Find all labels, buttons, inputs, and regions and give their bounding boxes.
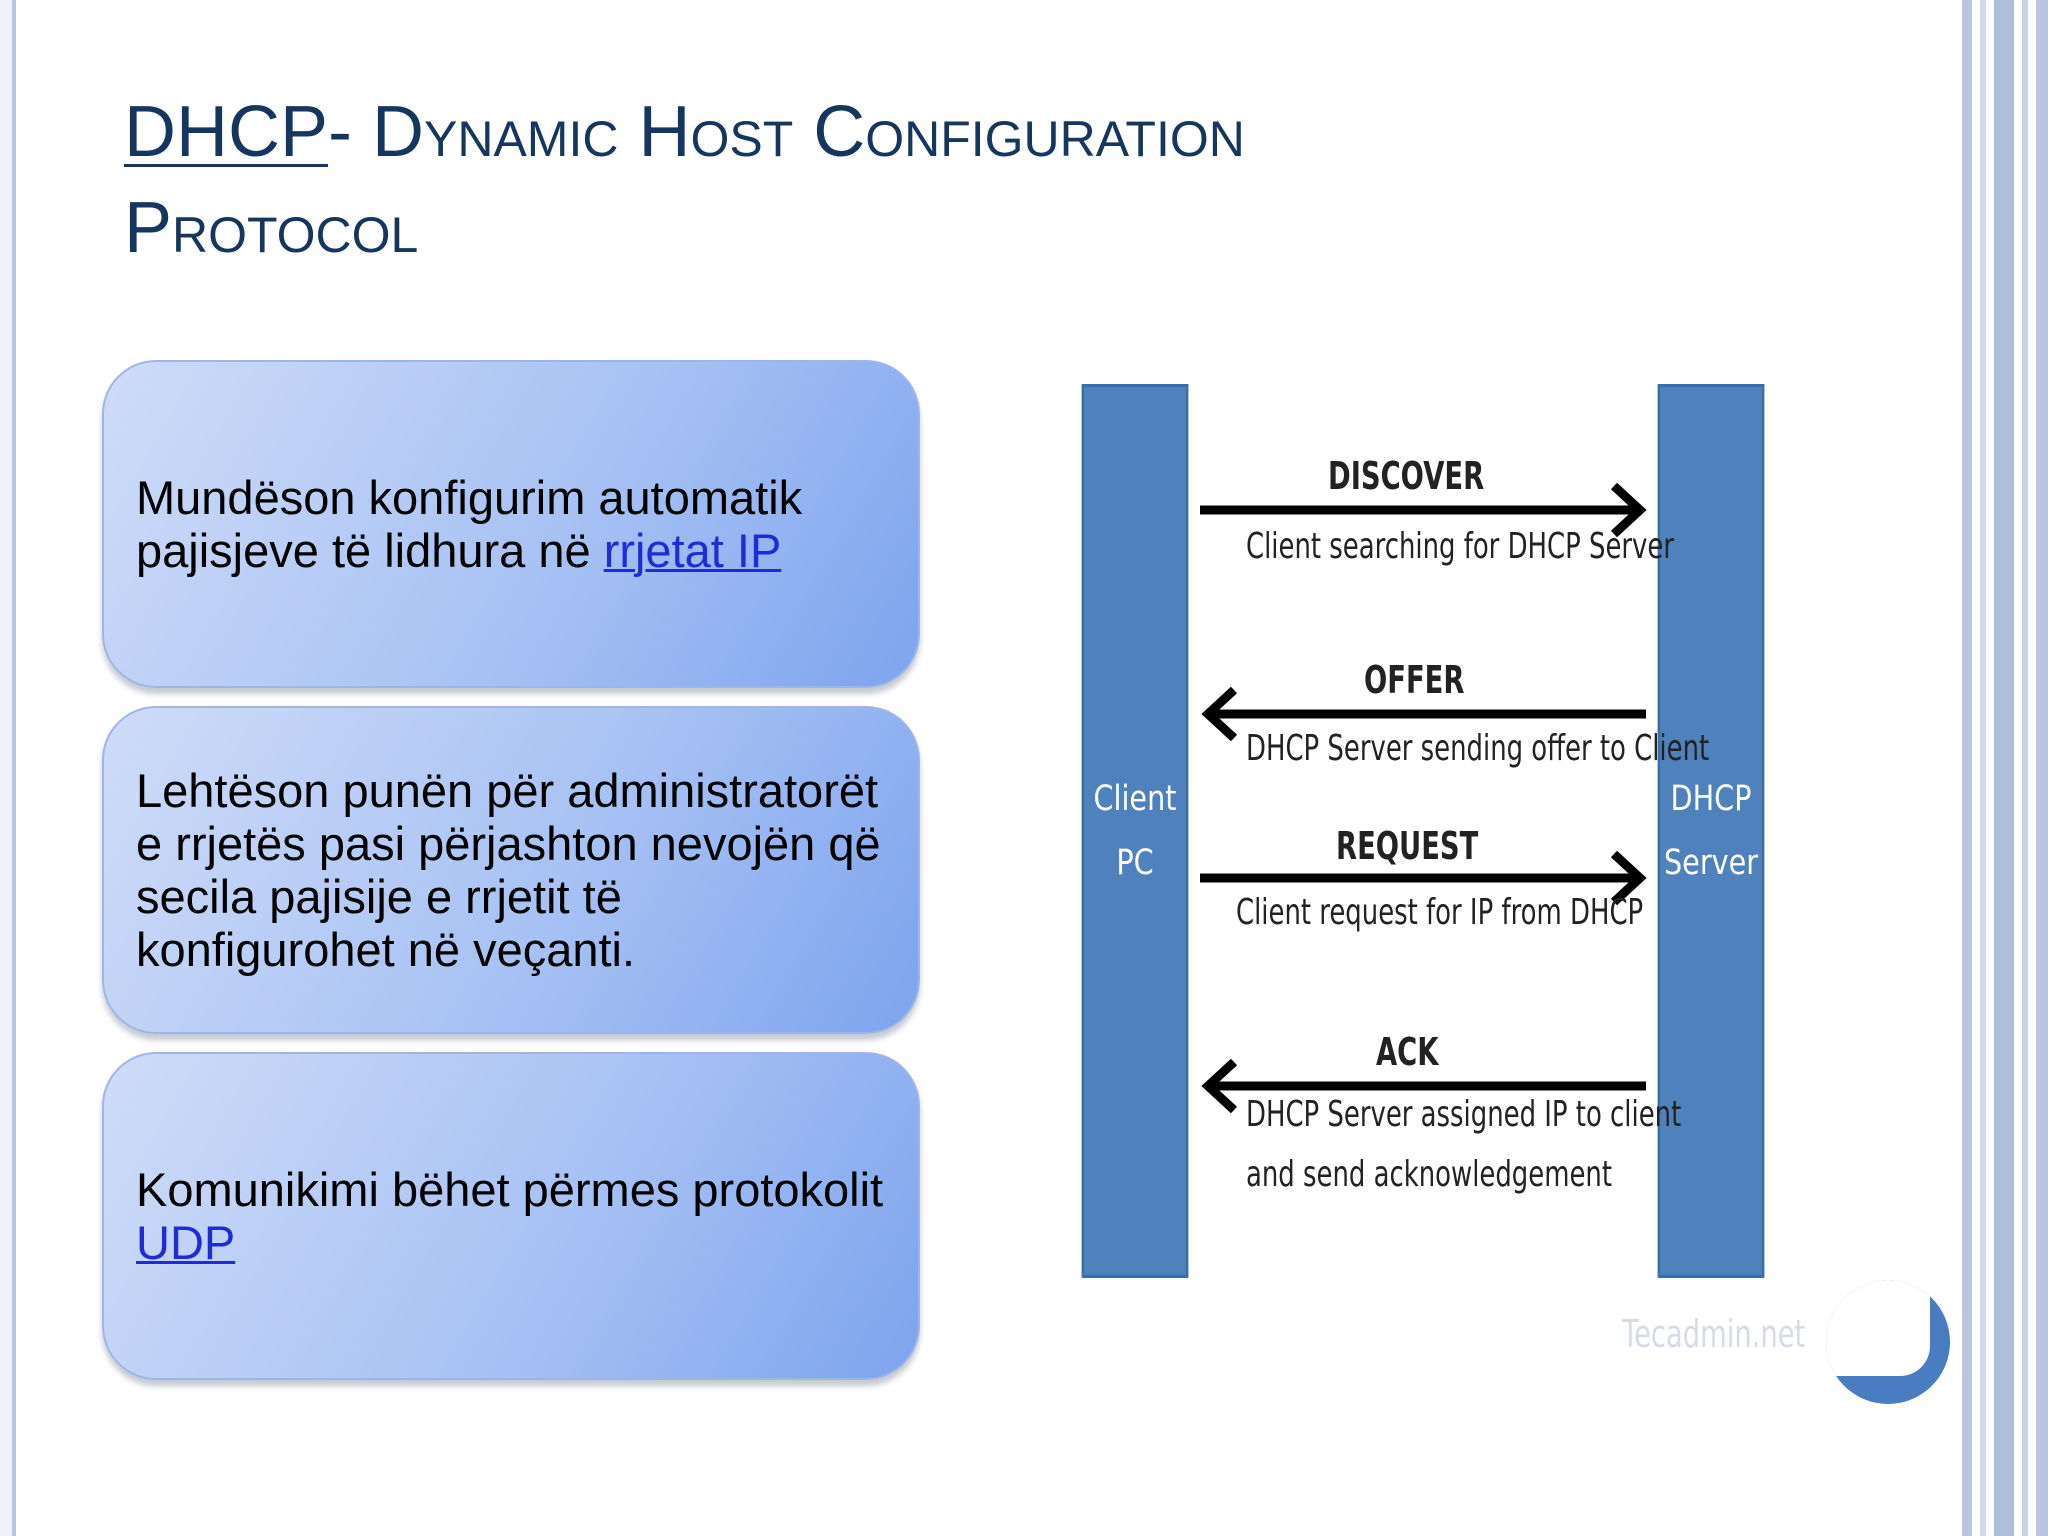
request-arrow <box>1200 850 1647 906</box>
info-box-text: Komunikimi bëhet përmes protokolit UDP <box>136 1163 884 1269</box>
info-box-1: Mundëson konfigurim automatik pajisjeve … <box>102 360 920 688</box>
server-label-line2: Server <box>1663 843 1759 883</box>
link-rrjetat-ip[interactable]: rrjetat IP <box>603 524 782 577</box>
discover-label: DISCOVER <box>1328 454 1485 498</box>
ack-arrow <box>1201 1058 1646 1114</box>
offer-label: OFFER <box>1364 658 1465 702</box>
dhcp-server-bar: DHCP Server <box>1657 384 1765 1278</box>
ack-label: ACK <box>1376 1030 1439 1074</box>
client-label-line2: PC <box>1116 843 1154 883</box>
client-label-line1: Client <box>1093 779 1177 819</box>
watermark-text: Tecadmin.net <box>1622 1312 1806 1356</box>
info-box-2: Lehtëson punën për administratorët e rrj… <box>102 706 920 1034</box>
offer-description: DHCP Server sending offer to Client <box>1246 728 1710 769</box>
request-description: Client request for IP from DHCP <box>1236 892 1644 933</box>
info-box-text: Lehtëson punën për administratorët e rrj… <box>136 764 881 976</box>
slide-title: DHCP- Dynamic Host Configuration Protoco… <box>124 84 1524 276</box>
request-label: REQUEST <box>1336 824 1479 868</box>
discover-description: Client searching for DHCP Server <box>1246 526 1675 567</box>
info-box-3: Komunikimi bëhet përmes protokolit UDP <box>102 1052 920 1380</box>
discover-arrow <box>1200 482 1647 538</box>
title-expansion: - Dynamic Host Configuration Protocol <box>124 92 1245 268</box>
ack-description-line2: and send acknowledgement <box>1246 1154 1612 1195</box>
title-abbreviation: DHCP <box>124 92 329 172</box>
right-decorative-stripes <box>1962 0 2048 1536</box>
ack-description-line1: DHCP Server assigned IP to client <box>1246 1094 1682 1135</box>
info-box-text: Mundëson konfigurim automatik pajisjeve … <box>136 471 803 577</box>
offer-arrow <box>1201 686 1646 742</box>
corner-decoration <box>1826 1280 1950 1404</box>
left-border-rule <box>0 0 16 1536</box>
link-udp[interactable]: UDP <box>136 1216 236 1269</box>
server-label-line1: DHCP <box>1670 779 1752 819</box>
